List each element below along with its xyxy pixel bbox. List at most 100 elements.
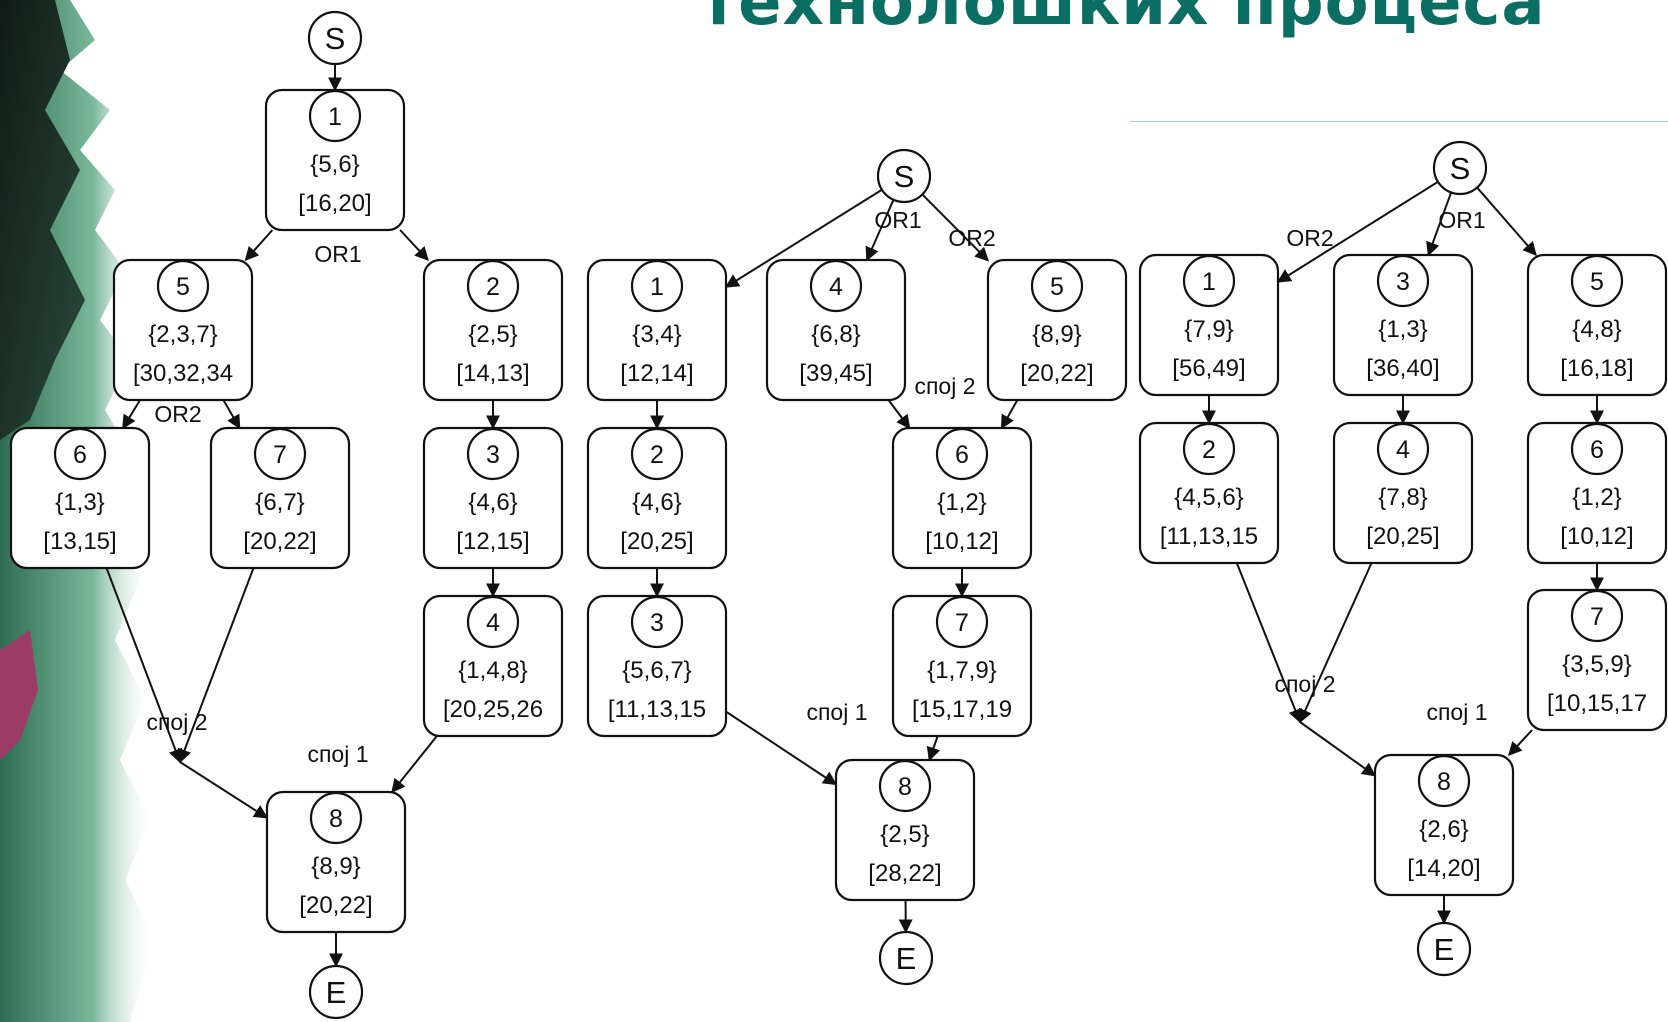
operation-set: {1,2}: [937, 489, 986, 516]
operation-node-4: 4{7,8}[20,25]: [1334, 423, 1472, 563]
operation-set: {3,4}: [632, 321, 681, 348]
operation-range: [28,22]: [868, 860, 941, 887]
process-graph-1: S1{5,6}[16,20]5{2,3,7}[30,32,342{2,5}[14…: [11, 12, 562, 1018]
operation-set: {4,5,6}: [1174, 484, 1243, 511]
operation-node-4: 4 {1,4,8} [20,25,26: [424, 596, 562, 736]
edge-n1-n2: [400, 230, 428, 260]
operation-range: [10,12]: [1560, 523, 1633, 550]
operation-set: {1,3}: [55, 489, 104, 516]
label-spoj1: спој 1: [806, 699, 867, 725]
operation-number: 4: [829, 273, 843, 301]
operation-set: {4,6}: [468, 489, 517, 516]
label-spoj2: спој 2: [146, 709, 207, 735]
label-spoj2: спој 2: [1274, 671, 1335, 697]
edge-n4-j2: [1300, 563, 1372, 722]
operation-node-5: 5{4,8}[16,18]: [1528, 255, 1666, 395]
operation-range: [13,15]: [43, 528, 116, 555]
operation-set: {8,9}: [311, 853, 360, 880]
operation-number: 4: [486, 609, 500, 637]
operation-node-8: 8{8,9}[20,22]: [267, 792, 405, 932]
edge-S-n5: [1477, 188, 1536, 255]
operation-range: [39,45]: [799, 360, 872, 387]
operation-node-6: 6{1,2}[10,12]: [1528, 423, 1666, 563]
operation-range: [12,15]: [456, 528, 529, 555]
operation-number: 3: [650, 609, 664, 637]
operation-range: [20,25,26: [443, 696, 543, 723]
terminal-label: E: [1434, 932, 1455, 967]
operation-number: 7: [955, 609, 969, 637]
operation-number: 3: [1396, 268, 1410, 296]
edge-n2-j2: [1237, 563, 1300, 722]
edge-n4-n8: [392, 736, 437, 792]
operation-number: 8: [329, 805, 343, 833]
label-spoj1: спој 1: [1426, 699, 1487, 725]
operation-node-6: 6 {1,2} [10,12]: [893, 428, 1031, 568]
terminal-node-E: E: [880, 932, 932, 984]
edge-n5-n6: [1002, 400, 1018, 428]
label-or2: OR2: [948, 225, 995, 251]
operation-range: [56,49]: [1172, 355, 1245, 382]
edge-n7-n8: [929, 736, 937, 760]
terminal-label: S: [894, 159, 915, 194]
label-spoj2: спој 2: [914, 373, 975, 399]
operation-range: [20,22]: [1020, 360, 1093, 387]
terminal-node-S: S: [1434, 142, 1486, 194]
operation-number: 8: [1437, 768, 1451, 796]
terminal-node-E: E: [310, 966, 362, 1018]
operation-set: {5,6,7}: [622, 657, 691, 684]
operation-number: 4: [1396, 436, 1410, 464]
process-graph-3: S1{7,9}[56,49]3{1,3}[36,40]5{4,8}[16,18]…: [1140, 142, 1666, 975]
terminal-label: S: [1450, 151, 1471, 186]
operation-set: {3,5,9}: [1562, 651, 1631, 678]
label-or2: OR2: [154, 401, 201, 427]
operation-set: {5,6}: [310, 151, 359, 178]
edge-n7-n8: [1509, 730, 1532, 755]
label-or1: OR1: [874, 207, 921, 233]
operation-set: {8,9}: [1032, 321, 1081, 348]
operation-number: 8: [898, 773, 912, 801]
terminal-node-S: S: [878, 150, 930, 202]
label-or2: OR2: [1286, 225, 1333, 251]
terminal-label: E: [896, 941, 917, 976]
operation-node-1: 1{7,9}[56,49]: [1140, 255, 1278, 395]
edge-n1-n5: [246, 230, 273, 260]
operation-range: [14,13]: [456, 360, 529, 387]
operation-range: [30,32,34: [133, 360, 233, 387]
operation-node-5: 5{8,9}[20,22]: [988, 260, 1126, 400]
edge-n5-n7: [223, 400, 239, 428]
operation-number: 2: [486, 273, 500, 301]
operation-node-5: 5{2,3,7}[30,32,34: [114, 260, 252, 400]
operation-set: {4,8}: [1572, 316, 1621, 343]
operation-range: [10,15,17: [1547, 690, 1647, 717]
edge-n4-n6: [889, 400, 910, 428]
operation-number: 7: [1590, 603, 1604, 631]
operation-set: {1,4,8}: [458, 657, 527, 684]
operation-number: 6: [73, 441, 87, 469]
operation-node-3: 3{5,6,7}[11,13,15: [588, 596, 726, 736]
operation-number: 6: [955, 441, 969, 469]
operation-node-2: 2{4,6}[20,25]: [588, 428, 726, 568]
terminal-label: S: [325, 21, 346, 56]
operation-set: {2,5}: [468, 321, 517, 348]
operation-number: 2: [650, 441, 664, 469]
operation-set: {1,7,9}: [927, 657, 996, 684]
operation-range: [12,14]: [620, 360, 693, 387]
operation-set: {2,6}: [1419, 816, 1468, 843]
operation-range: [16,20]: [298, 190, 371, 217]
operation-number: 1: [650, 273, 664, 301]
operation-number: 7: [273, 441, 287, 469]
operation-node-7: 7{1,7,9}[15,17,19: [893, 596, 1031, 736]
operation-range: [10,12]: [925, 528, 998, 555]
edge-n5-n6: [123, 400, 140, 428]
operation-node-8: 8 {2,5} [28,22]: [836, 760, 974, 900]
operation-set: {2,5}: [880, 821, 929, 848]
operation-node-2: 2 {2,5} [14,13]: [424, 260, 562, 400]
operation-set: {6,7}: [255, 489, 304, 516]
operation-node-6: 6 {1,3} [13,15]: [11, 428, 149, 568]
terminal-node-S: S: [309, 12, 361, 64]
operation-range: [11,13,15: [1160, 523, 1258, 550]
operation-number: 5: [176, 273, 190, 301]
operation-number: 1: [1202, 268, 1216, 296]
operation-number: 2: [1202, 436, 1216, 464]
operation-node-8: 8{2,6}[14,20]: [1375, 755, 1513, 895]
